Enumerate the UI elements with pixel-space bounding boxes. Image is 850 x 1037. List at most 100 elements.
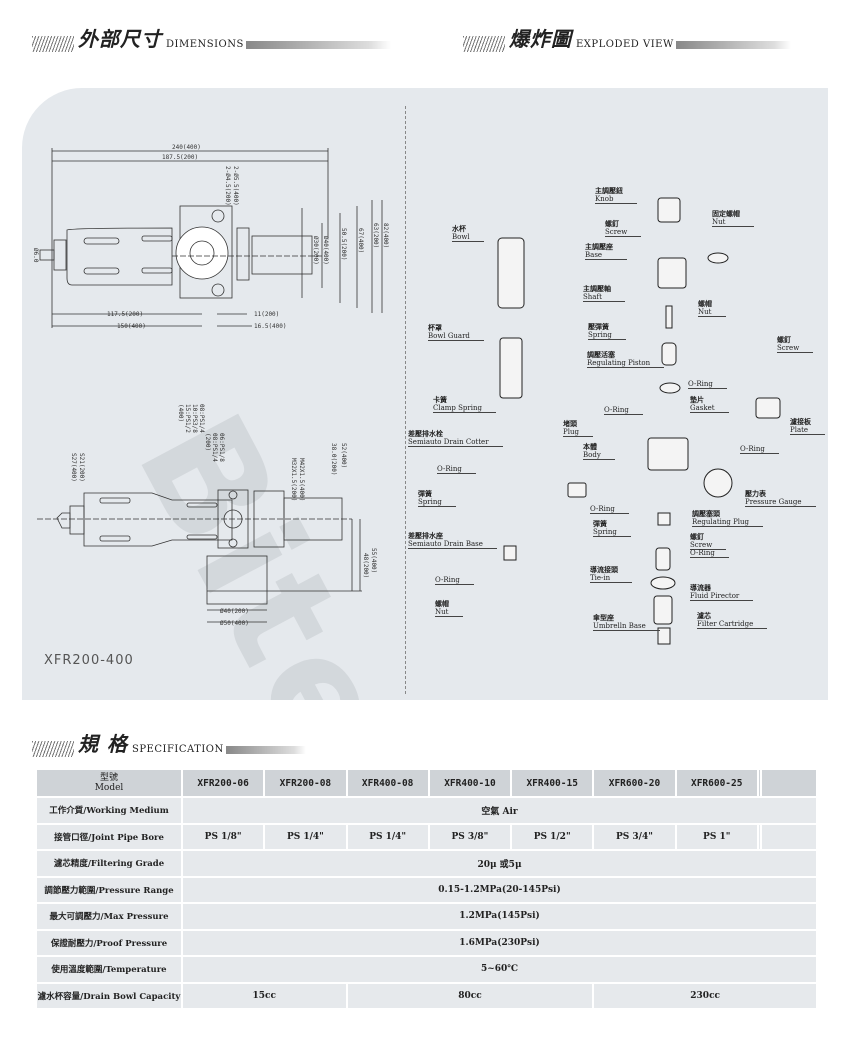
row-value bbox=[758, 824, 762, 851]
row-value: PS 1/4" bbox=[347, 824, 430, 851]
header-en: DIMENSIONS bbox=[166, 39, 244, 50]
part-label-en: Screw bbox=[605, 228, 628, 236]
part-label-en: O-Ring bbox=[590, 505, 615, 513]
section-header-dimensions: 外部尺寸 DIMENSIONS bbox=[32, 27, 391, 52]
part-label-zh: 水杯 bbox=[452, 225, 466, 233]
part-label-zh: 本體 bbox=[583, 443, 597, 451]
part-label-en: Base bbox=[585, 251, 603, 259]
row-value: PS 1/2" bbox=[512, 824, 595, 851]
dim-label: 11(200) bbox=[254, 311, 279, 318]
part-label-en: O-Ring bbox=[604, 406, 629, 414]
row-label: 工作介質/Working Medium bbox=[37, 798, 183, 825]
knob-part bbox=[657, 197, 681, 223]
director-part bbox=[650, 576, 676, 590]
model-col: XFR400-10 bbox=[429, 770, 513, 798]
stripes-decoration bbox=[32, 36, 74, 52]
model-col: XFR200-06 bbox=[183, 770, 266, 798]
model-col: XFR400-08 bbox=[347, 770, 430, 798]
part-label-zh: 固定螺帽 bbox=[712, 210, 740, 218]
model-col: XFR600-25 bbox=[676, 770, 759, 798]
row-label: 調節壓力範圍/Pressure Range bbox=[37, 877, 183, 904]
row-label: 濾芯精度/Filtering Grade bbox=[37, 851, 183, 878]
plate-part bbox=[755, 397, 781, 419]
part-label-en: O-Ring bbox=[437, 465, 462, 473]
part-label-en: Regulating Piston bbox=[587, 359, 651, 367]
part-label: O-Ring bbox=[437, 465, 476, 474]
row-label: 使用溫度範圍/Temperature bbox=[37, 957, 183, 984]
dim-label: 2-Ø5.5(400) bbox=[232, 166, 239, 206]
top-view bbox=[39, 148, 383, 328]
row-value: PS 1" bbox=[676, 824, 759, 851]
reg-plug-part bbox=[657, 512, 671, 526]
part-label-en: Shaft bbox=[583, 293, 602, 301]
row-value: 1.6MPa(230Psi) bbox=[183, 930, 818, 957]
dim-label: 150(400) bbox=[117, 323, 146, 330]
stripes-decoration bbox=[463, 36, 505, 52]
part-label-zh: 導流器 bbox=[690, 584, 711, 592]
row-value: PS 1/4" bbox=[265, 824, 348, 851]
part-label-zh: 導流接頭 bbox=[590, 566, 618, 574]
dim-label: 10:PS3/8 bbox=[191, 404, 198, 433]
model-name: XFR200-400 bbox=[44, 653, 134, 668]
part-label-en: Pressure Gauge bbox=[745, 498, 802, 506]
part-label-zh: 卡簧 bbox=[433, 396, 447, 404]
part-label-zh: 堵頭 bbox=[563, 420, 577, 428]
dim-label: 117.5(200) bbox=[107, 311, 143, 318]
part-label-zh: 調壓活塞 bbox=[587, 351, 615, 359]
model-col: XFR200-08 bbox=[265, 770, 348, 798]
part-label: O-Ring bbox=[590, 505, 629, 514]
dim-label: Ø50(400) bbox=[220, 620, 249, 627]
header-en: SPECIFICATION bbox=[131, 744, 224, 755]
part-label-en: Nut bbox=[435, 608, 449, 616]
piston-part bbox=[659, 382, 681, 394]
part-label-zh: 螺帽 bbox=[435, 600, 449, 608]
plug-part bbox=[567, 482, 587, 498]
dim-label: 38.0(200) bbox=[330, 443, 337, 476]
row-label: 濾水杯容量/Drain Bowl Capacity bbox=[37, 983, 183, 1010]
tie-in-part bbox=[655, 547, 671, 571]
part-label-zh: 壓彈簧 bbox=[588, 323, 609, 331]
part-label-en: Spring bbox=[588, 331, 612, 339]
part-label-en: Bowl Guard bbox=[428, 332, 470, 340]
dim-label: 52(400) bbox=[340, 443, 347, 468]
row-value: 15cc bbox=[183, 983, 348, 1010]
drain-base-part bbox=[503, 545, 517, 561]
part-label-en: Body bbox=[583, 451, 601, 459]
dim-label: 82(400) bbox=[382, 223, 389, 248]
part-label-zh: 彈簧 bbox=[418, 490, 432, 498]
gauge-part bbox=[703, 468, 733, 498]
header-bar bbox=[675, 41, 791, 49]
empty-col bbox=[762, 770, 818, 798]
part-label-zh: 傘型座 bbox=[593, 614, 614, 622]
row-value: 空氣 Air bbox=[183, 798, 818, 825]
part-label-zh: 墊片 bbox=[690, 396, 704, 404]
dim-label: 50.5(200) bbox=[340, 228, 347, 261]
dim-label: S27(400) bbox=[70, 453, 77, 482]
section-header-spec: 規 格 SPECIFICATION bbox=[32, 732, 306, 757]
row-value: PS 3/4" bbox=[594, 824, 677, 851]
nut-part bbox=[707, 252, 729, 264]
part-label-en: Filter Cartridge bbox=[697, 620, 754, 628]
part-label-en: Gasket bbox=[690, 404, 715, 412]
part-label: O-Ring bbox=[435, 576, 474, 585]
